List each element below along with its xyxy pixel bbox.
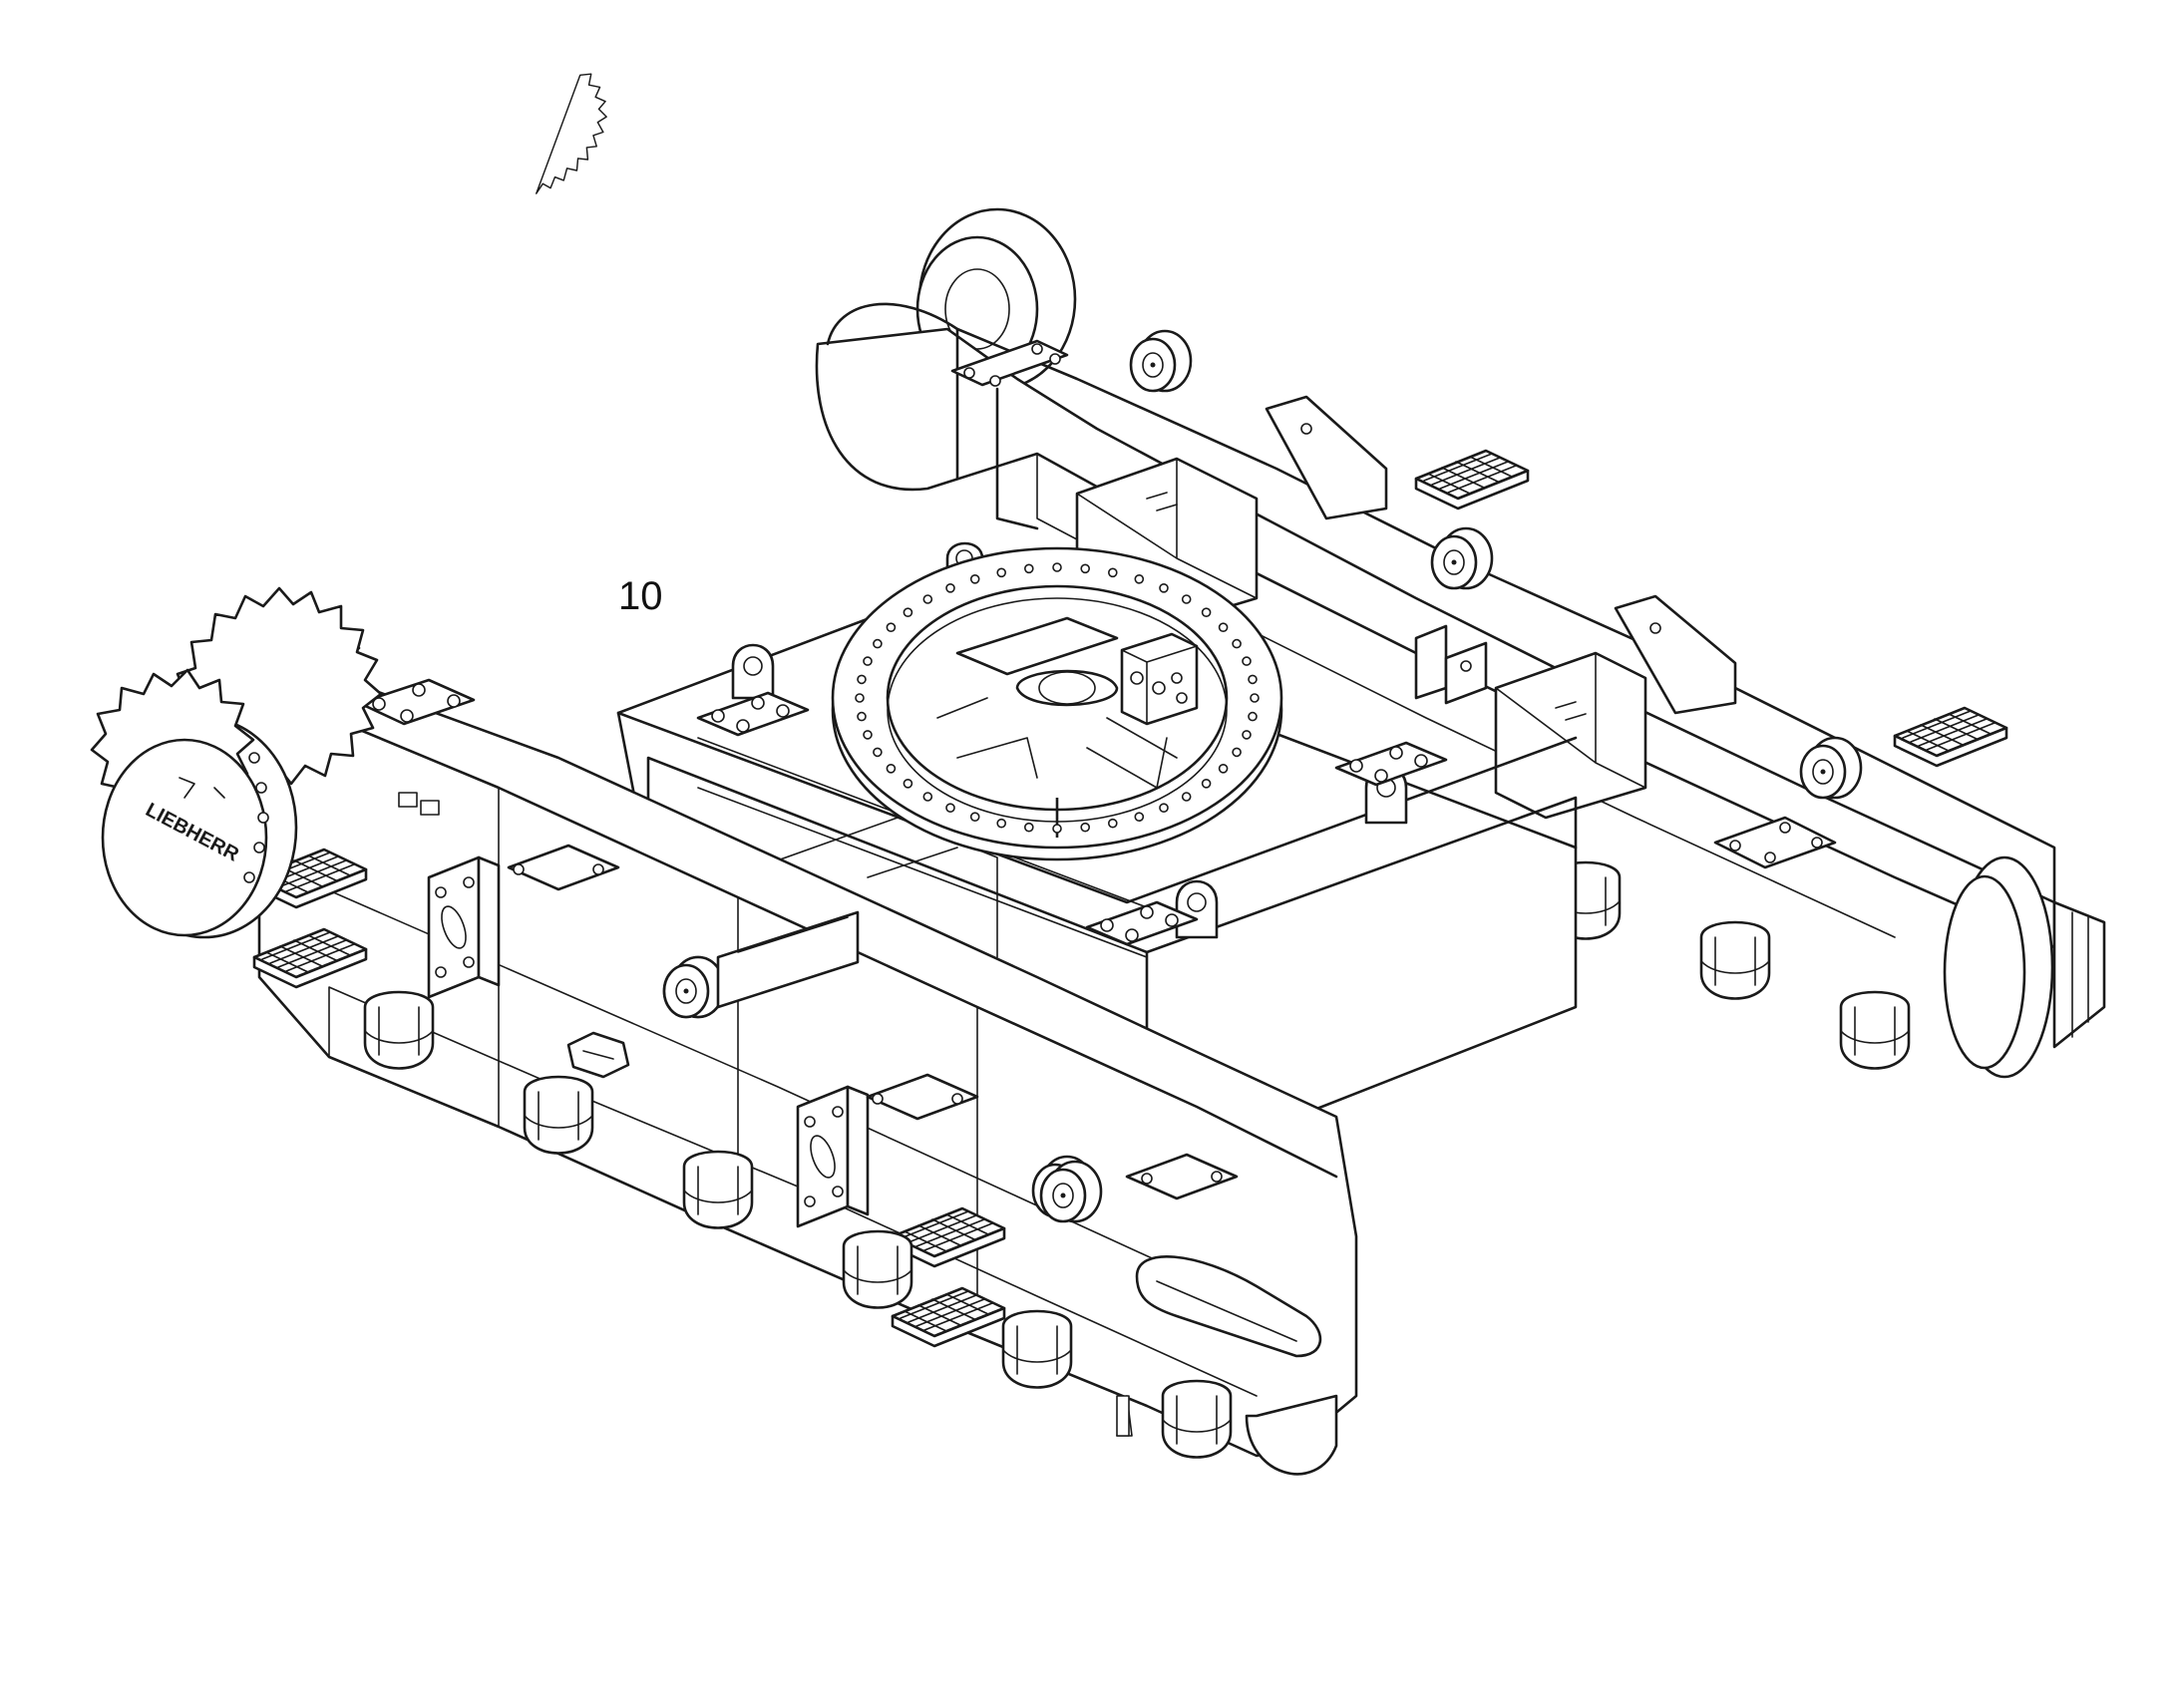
ring-bolt-hole — [1242, 730, 1252, 740]
ring-bolt-hole — [886, 622, 897, 633]
ring-bolt-hole — [969, 573, 980, 584]
rear-sprocket — [536, 73, 1077, 391]
ring-bolt-hole — [1232, 638, 1242, 649]
ring-bolt-hole — [1218, 763, 1229, 774]
ring-bolt-hole — [996, 567, 1007, 578]
left-track-frame — [252, 636, 1358, 1476]
ring-bolt-hole — [1250, 693, 1260, 703]
front-sprocket: LIEBHERR — [90, 586, 383, 939]
ring-bolt-hole — [969, 812, 980, 823]
ring-bolt-hole — [1201, 778, 1212, 789]
ring-bolt-hole — [863, 656, 873, 666]
ring-bolt-hole — [1159, 582, 1169, 593]
swivel-units — [662, 910, 1103, 1223]
ring-bolt-hole — [857, 674, 867, 685]
front-idler-right — [1943, 855, 2106, 1079]
ring-bolt-hole — [1181, 594, 1192, 604]
ring-bolt-hole — [863, 730, 873, 740]
ring-bolt-hole — [1024, 563, 1034, 574]
ring-bolt-hole — [1108, 567, 1118, 578]
ring-bolt-hole — [886, 763, 897, 774]
ring-bolt-hole — [1052, 562, 1062, 572]
ring-bolt-hole — [1242, 656, 1252, 666]
ring-bolt-hole — [873, 638, 883, 649]
ring-bolt-hole — [1024, 822, 1034, 833]
ring-bolt-hole — [903, 607, 913, 618]
part-callout-10: 10 — [618, 574, 663, 618]
ring-bolt-hole — [922, 792, 933, 802]
ring-bolt-hole — [996, 818, 1007, 829]
ring-bolt-hole — [945, 582, 955, 593]
ring-bolt-hole — [903, 778, 913, 789]
ring-bolt-hole — [1248, 674, 1258, 685]
ring-bolt-hole — [1181, 792, 1192, 802]
ring-bolt-hole — [857, 711, 867, 722]
ring-bolt-hole — [1080, 563, 1090, 574]
ring-bolt-hole — [873, 747, 883, 758]
ring-bolt-hole — [922, 594, 933, 604]
ring-bolt-hole — [1218, 622, 1229, 633]
ring-bolt-hole — [1232, 747, 1242, 758]
ring-bolt-hole — [1134, 573, 1145, 584]
ring-bolt-hole — [1080, 822, 1090, 833]
ring-bolt-hole — [1248, 711, 1258, 722]
ring-bolt-hole — [1108, 818, 1118, 829]
ring-bolt-hole — [945, 803, 955, 814]
ring-bolt-hole — [855, 693, 865, 703]
ring-bolt-hole — [1052, 824, 1062, 834]
ring-bolt-hole — [1159, 803, 1169, 814]
ring-bolt-hole — [1134, 812, 1145, 823]
slewing-ring — [831, 546, 1283, 861]
ring-bolt-hole — [1201, 607, 1212, 618]
